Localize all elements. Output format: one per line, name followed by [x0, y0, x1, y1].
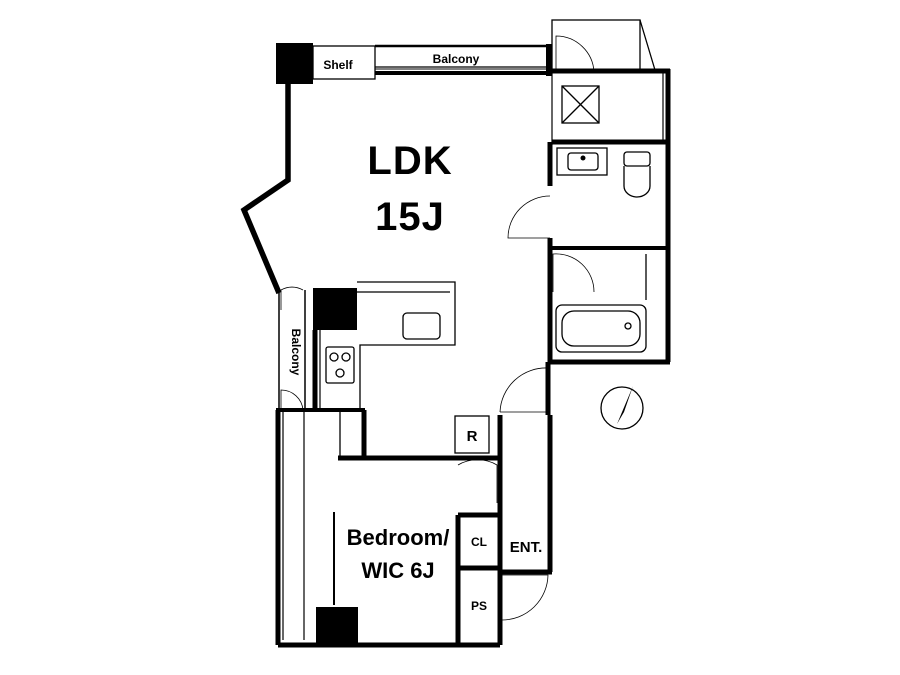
- shelf-label: Shelf: [323, 58, 353, 72]
- north-arrow-icon: [600, 386, 644, 430]
- balcony-top-label: Balcony: [433, 52, 480, 66]
- ldk-name-label: LDK: [367, 139, 452, 183]
- pipe-space-label: PS: [471, 599, 487, 613]
- sink-icon: [556, 147, 608, 176]
- room-labels: LDK 15J Bedroom/ WIC 6J Balcony Shelf Ba…: [289, 52, 542, 613]
- bathtub-icon: [555, 254, 647, 353]
- stove-icon: [325, 346, 355, 384]
- ldk-size-label: 15J: [375, 195, 445, 239]
- balcony-side-label: Balcony: [289, 329, 303, 376]
- entrance-label: ENT.: [510, 539, 543, 556]
- walls: [240, 19, 671, 648]
- closet-label: CL: [471, 535, 487, 549]
- kitchen-sink-icon: [402, 312, 441, 340]
- doors: [280, 35, 595, 621]
- bedroom-name-label: Bedroom/: [347, 525, 450, 550]
- toilet-icon: [623, 151, 651, 198]
- bedroom-size-label: WIC 6J: [361, 558, 434, 583]
- refrigerator-label: R: [467, 428, 478, 445]
- washing-machine-pan-icon: [561, 85, 600, 124]
